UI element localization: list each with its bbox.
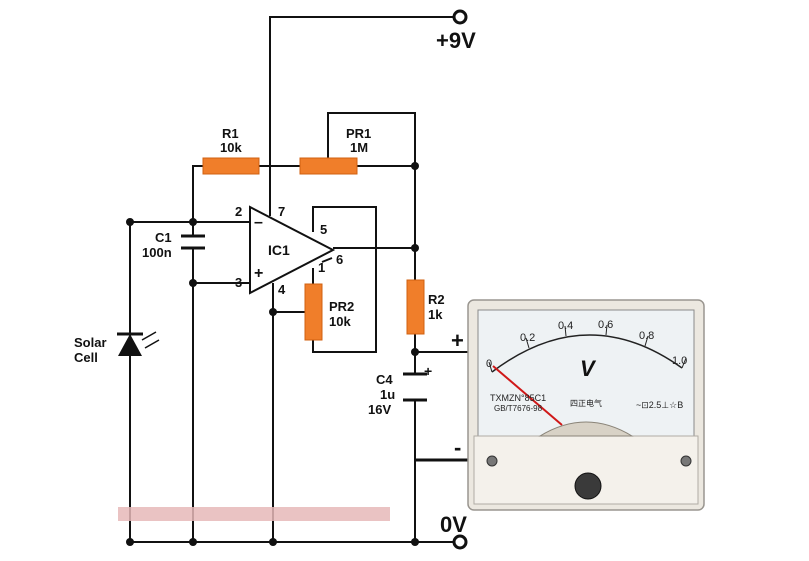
- r2-value: 1k: [428, 307, 443, 322]
- ground-terminal: [452, 534, 468, 550]
- meter-screw-right: [680, 455, 692, 467]
- meter-needle: [492, 365, 563, 426]
- solar-cell-label-line2: Cell: [74, 350, 98, 365]
- pr1-name: PR1: [346, 126, 371, 141]
- meter-scale-1-0: 1.0: [672, 355, 687, 367]
- meter-standard: GB/T7676-98: [494, 404, 543, 413]
- meter-scale-0-8: 0.8: [639, 330, 654, 342]
- c4-value: 1u: [380, 387, 395, 402]
- pr1-value: 1M: [350, 140, 368, 155]
- meter-plus-label: +: [451, 328, 464, 353]
- ic1-minus-sign: –: [254, 214, 263, 231]
- positive-supply-label: +9V: [436, 28, 476, 53]
- ic1-pin-7: 7: [278, 204, 285, 219]
- meter-model: TXMZN°85C1: [490, 393, 546, 403]
- c1-value: 100n: [142, 245, 172, 260]
- r1-value: 10k: [220, 140, 242, 155]
- meter-scale-0-6: 0.6: [598, 319, 613, 331]
- junction-dots: [126, 162, 419, 546]
- pr1-preset: [299, 157, 358, 175]
- ic1-label: IC1: [268, 242, 290, 258]
- meter-scale-0-4: 0.4: [558, 320, 573, 332]
- meter-scale-0-2: 0.2: [520, 332, 535, 344]
- pr2-name: PR2: [329, 299, 354, 314]
- ic1-pin-5: 5: [320, 222, 327, 237]
- c4-plus-sign: +: [424, 363, 432, 379]
- analog-voltmeter: [467, 299, 705, 511]
- meter-scale-0: 0: [486, 358, 492, 370]
- ic1-pin-2: 2: [235, 204, 242, 219]
- r2-resistor: [406, 279, 425, 335]
- meter-screw-left: [486, 455, 498, 467]
- ic1-opamp-triangle: [249, 205, 336, 295]
- r1-resistor: [202, 157, 260, 175]
- ic1-pin-3: 3: [235, 275, 242, 290]
- c4-name: C4: [376, 372, 393, 387]
- ic1-pin-6: 6: [336, 252, 343, 267]
- meter-class: ~⊡2.5⊥☆B: [636, 400, 683, 410]
- pr2-preset: [304, 283, 323, 341]
- meter-unit: V: [580, 356, 597, 381]
- ic1-pin-1: 1: [318, 260, 325, 275]
- positive-supply-terminal: [452, 9, 468, 25]
- blurred-watermark: [118, 507, 390, 521]
- ic1-pin-4: 4: [278, 282, 286, 297]
- c4-voltage: 16V: [368, 402, 391, 417]
- meter-zero-adjust-knob: [574, 472, 602, 500]
- meter-maker: 四正电气: [570, 398, 602, 408]
- pr2-value: 10k: [329, 314, 351, 329]
- solar-cell-label-line1: Solar: [74, 335, 107, 350]
- ic1-plus-sign: +: [254, 265, 263, 282]
- r2-name: R2: [428, 292, 445, 307]
- r1-name: R1: [222, 126, 239, 141]
- ground-label: 0V: [440, 512, 467, 537]
- c1-name: C1: [155, 230, 172, 245]
- solar-cell-symbol: [117, 331, 160, 356]
- meter-minus-label: -: [454, 435, 461, 460]
